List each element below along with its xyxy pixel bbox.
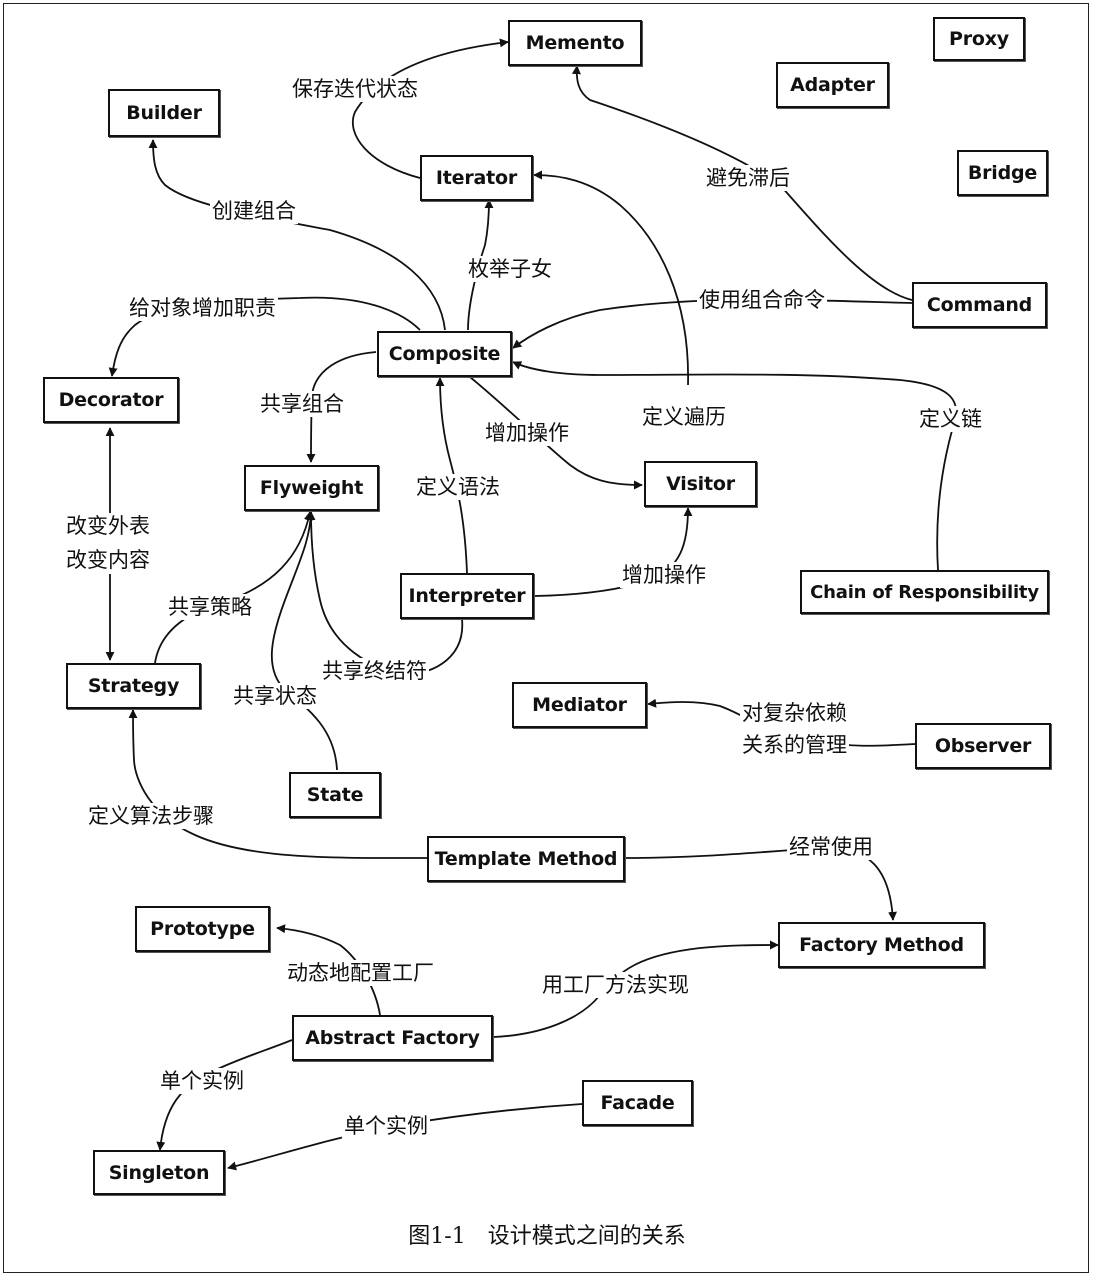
node-chain-of-responsibility: Chain of Responsibility: [800, 570, 1049, 614]
node-state: State: [289, 772, 381, 818]
label-enumerate-children: 枚举子女: [466, 256, 554, 283]
figure-caption: 图1-1 设计模式之间的关系: [0, 1218, 1094, 1250]
node-singleton: Singleton: [93, 1150, 225, 1195]
node-observer: Observer: [915, 723, 1051, 769]
node-decorator: Decorator: [43, 377, 179, 423]
label-single-instance-1: 单个实例: [158, 1068, 246, 1095]
label-save-iteration-state: 保存迭代状态: [290, 76, 420, 103]
node-factory-method: Factory Method: [778, 922, 985, 968]
edge-interpreter-flyweight: [306, 511, 464, 676]
label-define-grammar: 定义语法: [414, 474, 502, 501]
edge-iterator-memento: [352, 38, 509, 179]
label-manage-dependencies: 对复杂依赖 关系的管理: [740, 700, 849, 759]
label-share-terminals: 共享终结符: [320, 658, 429, 685]
label-share-states: 共享状态: [231, 683, 319, 710]
label-implement-using-factory-method: 用工厂方法实现: [540, 972, 691, 999]
node-composite: Composite: [377, 331, 512, 377]
node-template-method: Template Method: [427, 836, 625, 882]
node-mediator: Mediator: [512, 682, 647, 728]
label-create-composite: 创建组合: [210, 198, 298, 225]
edge-strategy-flyweight: [154, 511, 313, 664]
label-manage-dependencies-line1: 对复杂依赖: [742, 701, 847, 725]
node-memento: Memento: [508, 20, 642, 66]
label-add-responsibilities: 给对象增加职责: [127, 295, 278, 322]
label-define-algorithm-steps: 定义算法步骤: [86, 803, 216, 830]
node-abstract-factory: Abstract Factory: [292, 1015, 493, 1061]
node-prototype: Prototype: [135, 906, 270, 952]
label-define-chain: 定义链: [917, 406, 984, 433]
node-bridge: Bridge: [957, 150, 1048, 196]
label-change-guts: 改变内容: [66, 548, 150, 573]
node-command: Command: [912, 282, 1047, 328]
edge-template-strategy: [128, 709, 428, 859]
label-define-traversal: 定义遍历: [640, 404, 728, 431]
label-change-skin: 改变外表: [66, 514, 150, 538]
node-flyweight: Flyweight: [244, 465, 379, 511]
label-single-instance-2: 单个实例: [342, 1113, 430, 1140]
label-configure-factory-dynamically: 动态地配置工厂: [285, 960, 436, 987]
edge-abstractfactory-prototype: [276, 924, 381, 1016]
label-share-composite: 共享组合: [258, 391, 346, 418]
node-strategy: Strategy: [66, 663, 201, 709]
edge-state-flyweight: [270, 511, 338, 771]
label-change-skin-change-guts: 改变外表 改变内容: [64, 513, 152, 574]
node-iterator: Iterator: [420, 155, 533, 201]
label-share-strategies: 共享策略: [166, 594, 254, 621]
node-proxy: Proxy: [933, 17, 1025, 61]
label-manage-dependencies-line2: 关系的管理: [742, 733, 847, 758]
edge-abstractfactory-factorymethod: [492, 940, 779, 1038]
edge-abstractfactory-singleton: [156, 1039, 293, 1151]
edge-composite-visitor: [469, 376, 643, 490]
node-interpreter: Interpreter: [400, 573, 534, 619]
edge-command-memento: [571, 65, 913, 301]
label-add-operations-1: 增加操作: [483, 420, 571, 447]
page-frame: [3, 3, 1089, 1273]
node-adapter: Adapter: [776, 62, 889, 108]
label-often-uses: 经常使用: [787, 834, 875, 861]
edge-visitor-iterator: [533, 170, 689, 386]
node-visitor: Visitor: [644, 461, 757, 507]
figure-number: 图1-1: [408, 1224, 466, 1249]
edge-command-composite: [512, 298, 913, 349]
edge-composite-iterator: [467, 199, 494, 331]
label-use-composite-command: 使用组合命令: [697, 287, 827, 314]
label-add-operations-2: 增加操作: [620, 562, 708, 589]
figure-title: 设计模式之间的关系: [487, 1224, 686, 1249]
node-facade: Facade: [582, 1080, 693, 1126]
node-builder: Builder: [108, 89, 220, 137]
label-avoid-lag: 避免滞后: [704, 165, 792, 192]
edge-interpreter-composite: [435, 377, 468, 574]
edge-chain-composite: [512, 361, 957, 571]
